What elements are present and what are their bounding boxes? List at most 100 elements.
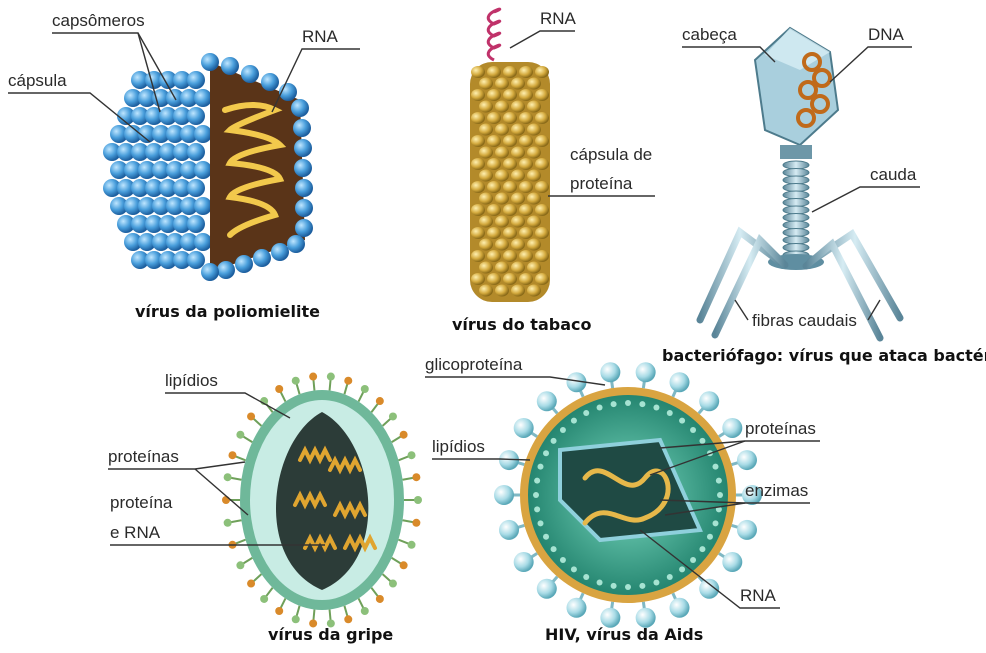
- tail-ring: [783, 206, 809, 214]
- spike-head: [292, 377, 300, 385]
- capsomere-scale: [527, 147, 541, 159]
- capsomere-scale: [503, 89, 517, 101]
- spike-head: [228, 451, 236, 459]
- spike-head: [412, 473, 420, 481]
- caption-gripe: vírus da gripe: [268, 625, 393, 644]
- glycoprotein-knob: [514, 418, 534, 438]
- capsomere-scale: [535, 273, 549, 285]
- capsomere-scale: [511, 147, 525, 159]
- matrix-dot: [611, 583, 617, 589]
- capsomere-scale: [471, 66, 485, 78]
- matrix-dot: [699, 546, 705, 552]
- matrix-dot: [653, 405, 659, 411]
- matrix-dot: [679, 566, 685, 572]
- label-glicoproteina: glicoproteína: [425, 355, 523, 374]
- label-capsomeros: capsômeros: [52, 11, 145, 30]
- capsomere-scale: [471, 227, 485, 239]
- capsomere-scale: [471, 250, 485, 262]
- capsomere-scale: [511, 170, 525, 182]
- gripe-virus: [222, 373, 422, 628]
- capsomere-scale: [471, 273, 485, 285]
- capsomere-scale: [503, 181, 517, 193]
- tail-ring: [783, 214, 809, 222]
- capsomere-scale: [495, 216, 509, 228]
- capsomere-scale: [535, 112, 549, 124]
- tabaco-rna-coil: [488, 9, 500, 60]
- tail-ring: [783, 221, 809, 229]
- capsomere-scale: [511, 101, 525, 113]
- spike-head: [408, 541, 416, 549]
- matrix-dot: [707, 534, 713, 540]
- glycoprotein-knob: [566, 598, 586, 618]
- capsomere-scale: [535, 135, 549, 147]
- capsomere-scale: [479, 262, 493, 274]
- capsomere-scale: [511, 216, 525, 228]
- spike-head: [236, 561, 244, 569]
- capsomere-scale: [471, 135, 485, 147]
- capsomere-scale: [519, 181, 533, 193]
- capsomere-scale: [503, 227, 517, 239]
- label-proteina-rna-1: proteína: [110, 493, 173, 512]
- glycoprotein-knob: [699, 391, 719, 411]
- matrix-dot: [543, 450, 549, 456]
- glycoprotein-knob: [737, 450, 757, 470]
- capsomere-scale: [535, 158, 549, 170]
- tabaco-virus: [470, 9, 550, 302]
- matrix-dot: [551, 438, 557, 444]
- glycoprotein-knob: [722, 418, 742, 438]
- glycoprotein-knob: [636, 362, 656, 382]
- spike-head: [247, 412, 255, 420]
- capsomere-scale: [519, 227, 533, 239]
- capsomere-scale: [519, 158, 533, 170]
- matrix-dot: [639, 401, 645, 407]
- capsomere-scale: [487, 181, 501, 193]
- tail-ring: [783, 169, 809, 177]
- tail-ring: [783, 199, 809, 207]
- label-enzimas: enzimas: [745, 481, 808, 500]
- spike-head: [224, 473, 232, 481]
- capsomere-scale: [535, 204, 549, 216]
- label-cauda: cauda: [870, 165, 917, 184]
- label-proteina-rna-2: e RNA: [110, 523, 161, 542]
- capsomere-sphere: [294, 159, 312, 177]
- glycoprotein-knob: [537, 391, 557, 411]
- capsomere-scale: [503, 250, 517, 262]
- capsomere-scale: [519, 135, 533, 147]
- capsomere-sphere: [261, 73, 279, 91]
- capsomere-sphere: [187, 179, 205, 197]
- matrix-dot: [583, 410, 589, 416]
- capsomere-scale: [511, 78, 525, 90]
- matrix-dot: [538, 520, 544, 526]
- glycoprotein-knob: [499, 520, 519, 540]
- phage-tail: [783, 161, 809, 259]
- capsomere-scale: [511, 239, 525, 251]
- spike-head: [222, 496, 230, 504]
- spike-head: [412, 519, 420, 527]
- capsomere-scale: [471, 181, 485, 193]
- label-proteinas-hiv: proteínas: [745, 419, 816, 438]
- matrix-dot: [534, 478, 540, 484]
- matrix-dot: [571, 418, 577, 424]
- capsomere-sphere: [295, 199, 313, 217]
- capsomere-scale: [471, 158, 485, 170]
- capsomere-scale: [503, 135, 517, 147]
- capsomere-scale: [471, 204, 485, 216]
- spike-head: [361, 385, 369, 393]
- capsomere-scale: [519, 89, 533, 101]
- capsomere-scale: [527, 124, 541, 136]
- capsomere-sphere: [194, 197, 212, 215]
- capsomere-sphere: [253, 249, 271, 267]
- capsomere-scale: [495, 285, 509, 297]
- spike-head: [247, 580, 255, 588]
- matrix-dot: [560, 557, 566, 563]
- capsomere-scale: [495, 124, 509, 136]
- capsomere-scale: [527, 239, 541, 251]
- matrix-dot: [571, 566, 577, 572]
- matrix-dot: [543, 534, 549, 540]
- matrix-dot: [690, 427, 696, 433]
- capsomere-scale: [487, 135, 501, 147]
- caption-hiv: HIV, vírus da Aids: [545, 625, 703, 644]
- glycoprotein-knob: [670, 372, 690, 392]
- capsomere-sphere: [194, 89, 212, 107]
